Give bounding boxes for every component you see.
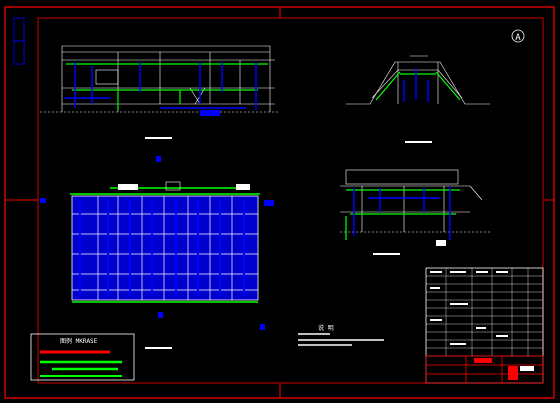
legend-box: 图例 MKRASE <box>30 333 135 381</box>
notes-block: 说 明 <box>298 324 384 346</box>
title-block-table <box>425 267 544 384</box>
section-view-top-right <box>346 55 490 143</box>
elevation-view-top-left <box>40 45 280 139</box>
drawing-frame <box>4 6 555 399</box>
elevation-view-right <box>340 169 490 255</box>
north-label: A <box>515 33 521 43</box>
north-arrow-icon: A <box>511 29 525 43</box>
legend-title: 图例 MKRASE <box>60 337 98 345</box>
plan-view <box>40 156 274 349</box>
notes-title: 说 明 <box>318 324 334 332</box>
